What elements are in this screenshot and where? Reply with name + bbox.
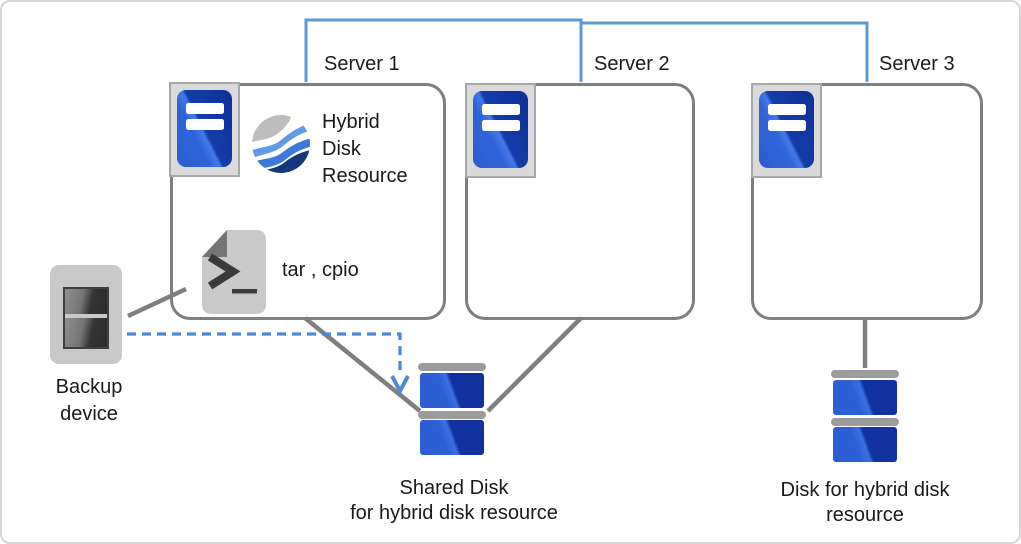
backup-flow-arrowhead-icon (390, 375, 410, 396)
server1-icon (169, 82, 240, 177)
server-tower-icon (473, 91, 528, 168)
shared-disk-icon (418, 363, 486, 456)
backup-device-icon (50, 265, 122, 364)
server-tower-icon (177, 90, 232, 167)
hybrid-disk-icon (831, 370, 899, 463)
tape-slot (65, 318, 107, 347)
hybrid-disk-resource-icon (252, 115, 310, 173)
hybrid-disk-label: Disk for hybrid disk resource (780, 479, 950, 526)
backup-device-label: Backup device (55, 376, 123, 425)
server1-label: Server 1 (324, 53, 400, 75)
backup-tools-label: tar , cpio (282, 259, 359, 281)
shared-disk-label: Shared Disk for hybrid disk resource (350, 477, 558, 524)
server3-label: Server 3 (879, 53, 955, 75)
tape-slot (65, 289, 107, 314)
terminal-file-icon (202, 230, 266, 314)
server2-icon (465, 83, 536, 178)
server3-icon (751, 83, 822, 178)
server-tower-icon (759, 91, 814, 168)
server2-label: Server 2 (594, 53, 670, 75)
hybrid-label-line: Disk (322, 138, 361, 160)
connector-server2-shared-disk (486, 316, 583, 413)
hybrid-label-line: Hybrid (322, 111, 380, 133)
backup-flow-dashed-line (127, 332, 402, 376)
hybrid-label-line: Resource (322, 165, 408, 187)
connector-server1-shared-disk (303, 316, 422, 413)
hybrid-disk-resource-label: Hybrid Disk Resource (322, 109, 408, 190)
